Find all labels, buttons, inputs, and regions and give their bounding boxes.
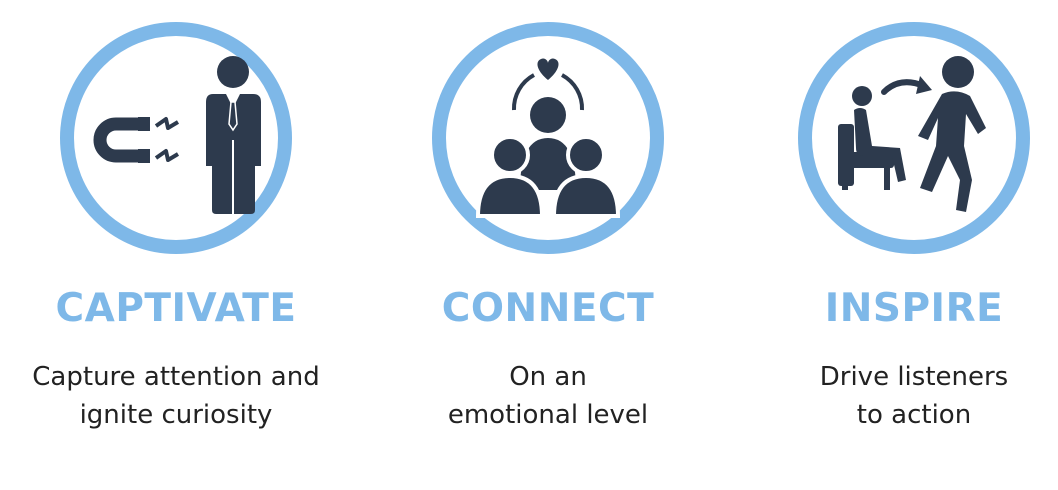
inspire-desc-line-2: to action bbox=[856, 400, 972, 430]
connect-desc-line-1: On an bbox=[509, 362, 587, 392]
captivate-desc-line-2: ignite curiosity bbox=[79, 400, 273, 430]
connect-title: CONNECT bbox=[441, 286, 655, 331]
inspire-title: INSPIRE bbox=[824, 286, 1004, 331]
inspire-badge bbox=[796, 20, 1032, 256]
connect-desc-line-2: emotional level bbox=[447, 400, 649, 430]
inspire-panel: INSPIRE Drive listeners to action bbox=[744, 0, 1058, 490]
connect-badge bbox=[430, 20, 666, 256]
inspire-desc-line-1: Drive listeners bbox=[819, 362, 1009, 392]
captivate-title: CAPTIVATE bbox=[55, 286, 297, 331]
connect-panel: CONNECT On an emotional level bbox=[378, 0, 718, 490]
magnet-person-icon bbox=[60, 22, 292, 254]
connected-people-icon bbox=[432, 22, 664, 254]
captivate-desc-line-1: Capture attention and bbox=[32, 362, 320, 392]
person-rising-icon bbox=[798, 22, 1030, 254]
captivate-panel: CAPTIVATE Capture attention and ignite c… bbox=[6, 0, 346, 490]
captivate-badge bbox=[58, 20, 294, 256]
